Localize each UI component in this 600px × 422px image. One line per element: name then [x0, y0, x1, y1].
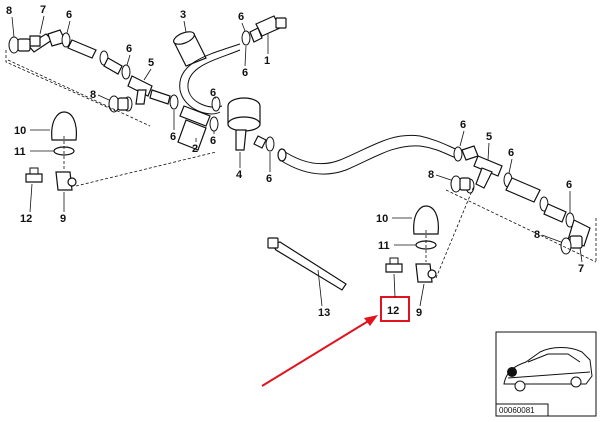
nozzle-jet-part-9-right: [415, 263, 433, 283]
label-6: 6: [238, 11, 244, 23]
label-8: 8: [90, 89, 96, 101]
label-8: 8: [534, 229, 540, 241]
label-11: 11: [14, 146, 26, 158]
hose-clamp-6-c: [121, 64, 131, 80]
thumbnail-code: 00060081: [499, 406, 535, 415]
label-4: 4: [236, 169, 243, 181]
highlight-arrow: [261, 319, 371, 387]
location-marker-dot: [507, 367, 517, 377]
label-6: 6: [566, 179, 572, 191]
label-13: 13: [318, 307, 330, 319]
label-6: 6: [66, 9, 72, 21]
callout-labels: 8 7 6 6 5 8 6 3 6 6 1 6 6: [6, 4, 584, 319]
label-8: 8: [6, 5, 12, 17]
hose-clamp-6-h: [211, 96, 221, 112]
nozzle-jet-part-9-left: [55, 171, 73, 191]
label-1: 1: [264, 55, 270, 67]
center-assembly: [173, 15, 287, 152]
hose-clamp-6-g: [209, 116, 219, 132]
label-3: 3: [180, 9, 186, 21]
label-5: 5: [486, 131, 492, 143]
hose-clamp-6-e: [169, 94, 179, 110]
label-10: 10: [376, 213, 388, 225]
label-6: 6: [460, 119, 466, 131]
label-6: 6: [210, 87, 216, 99]
label-12-highlighted: 12: [387, 305, 399, 317]
bracket-part-12-left: [25, 173, 43, 183]
label-10: 10: [14, 125, 26, 137]
highlight-callout: 12: [261, 273, 410, 387]
label-6: 6: [170, 131, 176, 143]
hose-clamp-6-f: [241, 30, 251, 46]
label-8: 8: [428, 169, 434, 181]
label-9: 9: [60, 213, 66, 225]
right-hose-assembly: [445, 145, 597, 263]
label-5: 5: [148, 57, 154, 69]
cross-hose: [277, 134, 459, 175]
label-7: 7: [578, 263, 584, 275]
label-6: 6: [266, 173, 272, 185]
car-thumbnail: 00060081: [495, 331, 597, 417]
cable-tie-part-13: [267, 237, 347, 291]
label-11: 11: [378, 240, 390, 252]
left-nozzle-group: [25, 111, 217, 191]
label-2: 2: [192, 143, 198, 155]
hose-clamp-8-right-bottom: [560, 237, 572, 255]
label-12: 12: [20, 213, 32, 225]
hose-clamp-6-i: [265, 136, 275, 152]
label-6: 6: [126, 43, 132, 55]
hose-part-2: [177, 119, 207, 151]
label-6: 6: [210, 135, 216, 147]
label-9: 9: [416, 307, 422, 319]
hose-clamp-6-j: [453, 146, 463, 162]
label-6: 6: [242, 67, 248, 79]
nozzle-cap-part-10-left: [51, 111, 77, 141]
t-piece-5-right: [473, 155, 503, 177]
right-nozzle-group: [385, 185, 475, 283]
highlight-arrow-head: [364, 315, 378, 326]
bracket-part-12-right: [385, 263, 403, 273]
label-7: 7: [40, 4, 46, 16]
hose-clamp-6-a: [61, 32, 71, 48]
left-hose-assembly: [5, 29, 179, 127]
nozzle-cap-part-10-right: [413, 205, 439, 235]
label-6: 6: [508, 147, 514, 159]
valve-part-4: [235, 129, 247, 151]
